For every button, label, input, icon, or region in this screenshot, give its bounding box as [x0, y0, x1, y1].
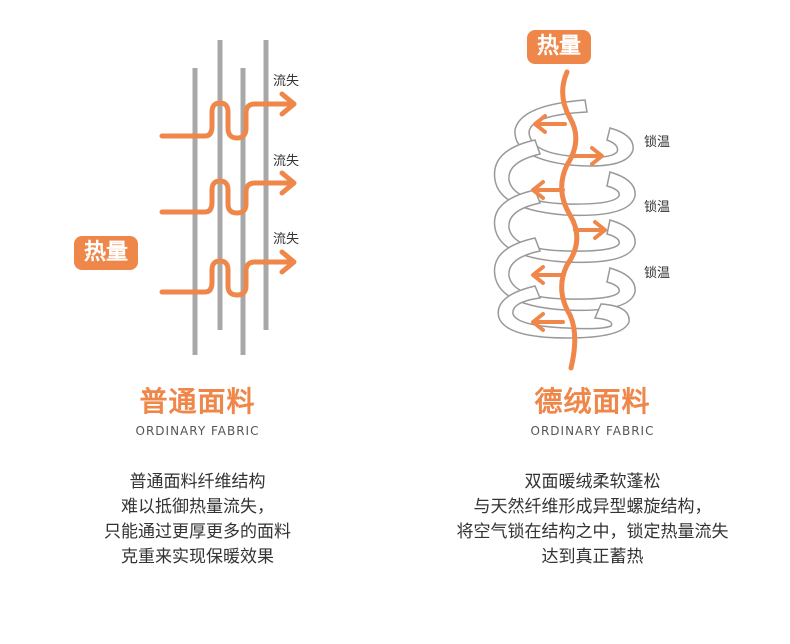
- heat-branch-arrow-head: [590, 146, 604, 166]
- ordinary-fabric-diagram: [159, 40, 297, 355]
- lock-label: 锁温: [644, 200, 671, 215]
- heat-badge: 热量: [74, 236, 139, 270]
- heat-stream: [559, 69, 580, 371]
- description-line: 达到真正蓄热: [541, 547, 644, 567]
- heat-branch-arrow-head: [531, 312, 545, 332]
- heat-flow-arrow-3: [159, 258, 295, 298]
- spiral-coil: [493, 139, 636, 217]
- fabric-title: 普通面料: [139, 385, 256, 418]
- heat-badge: 热量: [527, 30, 592, 64]
- lock-label: 锁温: [644, 135, 671, 150]
- fabric-subtitle: ORDINARY FABRIC: [135, 424, 260, 438]
- spiral-coil: [493, 189, 636, 264]
- description-line: 普通面料纤维结构: [129, 472, 266, 492]
- loss-label: 流失: [273, 232, 300, 247]
- heat-branch-arrow-head: [593, 220, 607, 240]
- heat-flow-arrow-2: [159, 178, 295, 216]
- description-line: 克重来实现保暖效果: [121, 547, 274, 567]
- lock-label: 锁温: [644, 266, 671, 281]
- dewool-fabric-panel: 热量 锁温 锁温 锁温 德绒面料 ORDINARY FABRIC 双面暖绒柔软蓬…: [395, 0, 790, 644]
- heat-flow-arrow-1: [159, 100, 295, 141]
- fabric-title: 德绒面料: [534, 385, 651, 418]
- description-line: 难以抵御热量流失，: [121, 497, 274, 517]
- description-line: 双面暖绒柔软蓬松: [524, 472, 661, 492]
- loss-label: 流失: [273, 74, 300, 89]
- heat-branch-arrow-head: [531, 265, 545, 285]
- ordinary-fabric-panel: 热量 流失 流失 流失 普通面料 ORDINARY FABRIC 普通面料纤维结…: [0, 40, 395, 570]
- loss-label: 流失: [273, 154, 300, 169]
- description-line: 与天然纤维形成异型螺旋结构，: [473, 497, 712, 517]
- fabric-description: 普通面料纤维结构 难以抵御热量流失， 只能通过更厚更多的面料 克重来实现保暖效果: [0, 470, 395, 570]
- spiral-coil: [497, 285, 630, 339]
- description-line: 只能通过更厚更多的面料: [104, 522, 291, 542]
- arrow-head-1: [279, 91, 297, 117]
- description-line: 将空气锁在结构之中，锁定热量流失: [456, 522, 729, 542]
- heat-branch-arrow-head: [533, 114, 547, 134]
- fabric-subtitle: ORDINARY FABRIC: [530, 424, 655, 438]
- heat-branch-arrow-head: [531, 180, 545, 200]
- spiral-fiber-diagram: [493, 69, 636, 371]
- arrow-head-2: [279, 170, 297, 196]
- arrow-head-3: [279, 249, 297, 275]
- fabric-description: 双面暖绒柔软蓬松 与天然纤维形成异型螺旋结构， 将空气锁在结构之中，锁定热量流失…: [395, 470, 790, 570]
- spiral-coil: [493, 237, 636, 312]
